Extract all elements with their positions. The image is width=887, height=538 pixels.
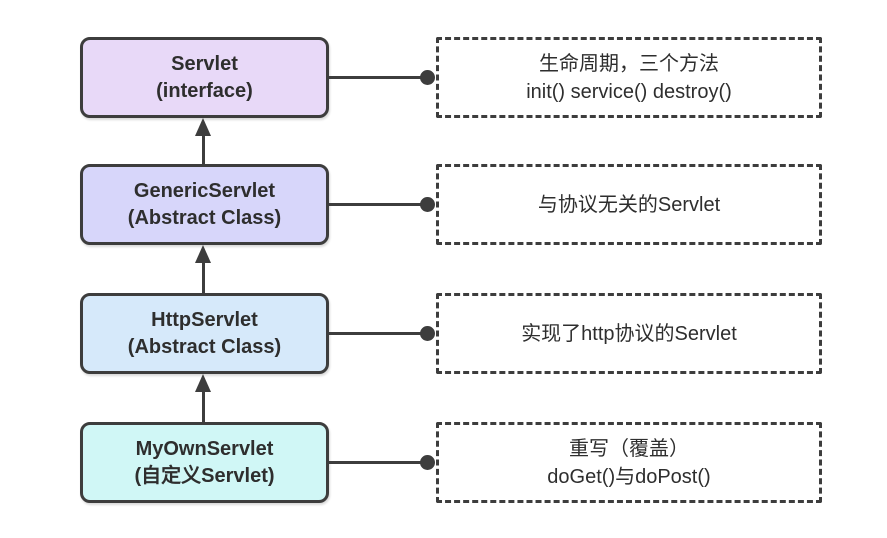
connector-line [329, 332, 429, 335]
connector-dot [420, 70, 435, 85]
note-line: 实现了http协议的Servlet [521, 322, 737, 345]
class-box-genericservlet: GenericServlet (Abstract Class) [80, 164, 329, 245]
note-line: init() service() destroy() [526, 80, 732, 103]
arrow-shaft [201, 261, 205, 293]
connector-dot [420, 326, 435, 341]
arrow-shaft [201, 390, 205, 422]
note-box-myownservlet: 重写（覆盖） doGet()与doPost() [436, 422, 822, 503]
arrow-up-icon [195, 374, 211, 392]
note-box-genericservlet: 与协议无关的Servlet [436, 164, 822, 245]
note-line: 重写（覆盖） [569, 437, 689, 460]
class-title: Servlet [171, 53, 238, 76]
diagram-row-myownservlet: MyOwnServlet (自定义Servlet) 重写（覆盖） doGet()… [0, 422, 887, 503]
class-subtitle: (自定义Servlet) [134, 464, 275, 487]
class-box-myownservlet: MyOwnServlet (自定义Servlet) [80, 422, 329, 503]
note-line: 生命周期，三个方法 [539, 52, 719, 75]
note-line: 与协议无关的Servlet [537, 193, 721, 216]
connector-dot [420, 197, 435, 212]
class-subtitle: (Abstract Class) [127, 335, 282, 358]
diagram-row-genericservlet: GenericServlet (Abstract Class) 与协议无关的Se… [0, 164, 887, 245]
connector-line [329, 76, 429, 79]
diagram-row-servlet: Servlet (interface) 生命周期，三个方法 init() ser… [0, 37, 887, 118]
inheritance-arrow [195, 118, 211, 164]
note-box-httpservlet: 实现了http协议的Servlet [436, 293, 822, 374]
class-title: MyOwnServlet [135, 438, 274, 461]
arrow-shaft [201, 134, 205, 164]
class-title: GenericServlet [133, 180, 276, 203]
inheritance-arrow [195, 245, 211, 293]
class-box-servlet: Servlet (interface) [80, 37, 329, 118]
class-title: HttpServlet [151, 309, 258, 332]
class-box-httpservlet: HttpServlet (Abstract Class) [80, 293, 329, 374]
connector-line [329, 203, 429, 206]
inheritance-arrow [195, 374, 211, 422]
note-line: doGet()与doPost() [547, 465, 711, 488]
class-subtitle: (Abstract Class) [127, 206, 282, 229]
connector-dot [420, 455, 435, 470]
connector-line [329, 461, 429, 464]
arrow-up-icon [195, 245, 211, 263]
diagram-row-httpservlet: HttpServlet (Abstract Class) 实现了http协议的S… [0, 293, 887, 374]
class-subtitle: (interface) [156, 79, 253, 102]
note-box-servlet: 生命周期，三个方法 init() service() destroy() [436, 37, 822, 118]
arrow-up-icon [195, 118, 211, 136]
